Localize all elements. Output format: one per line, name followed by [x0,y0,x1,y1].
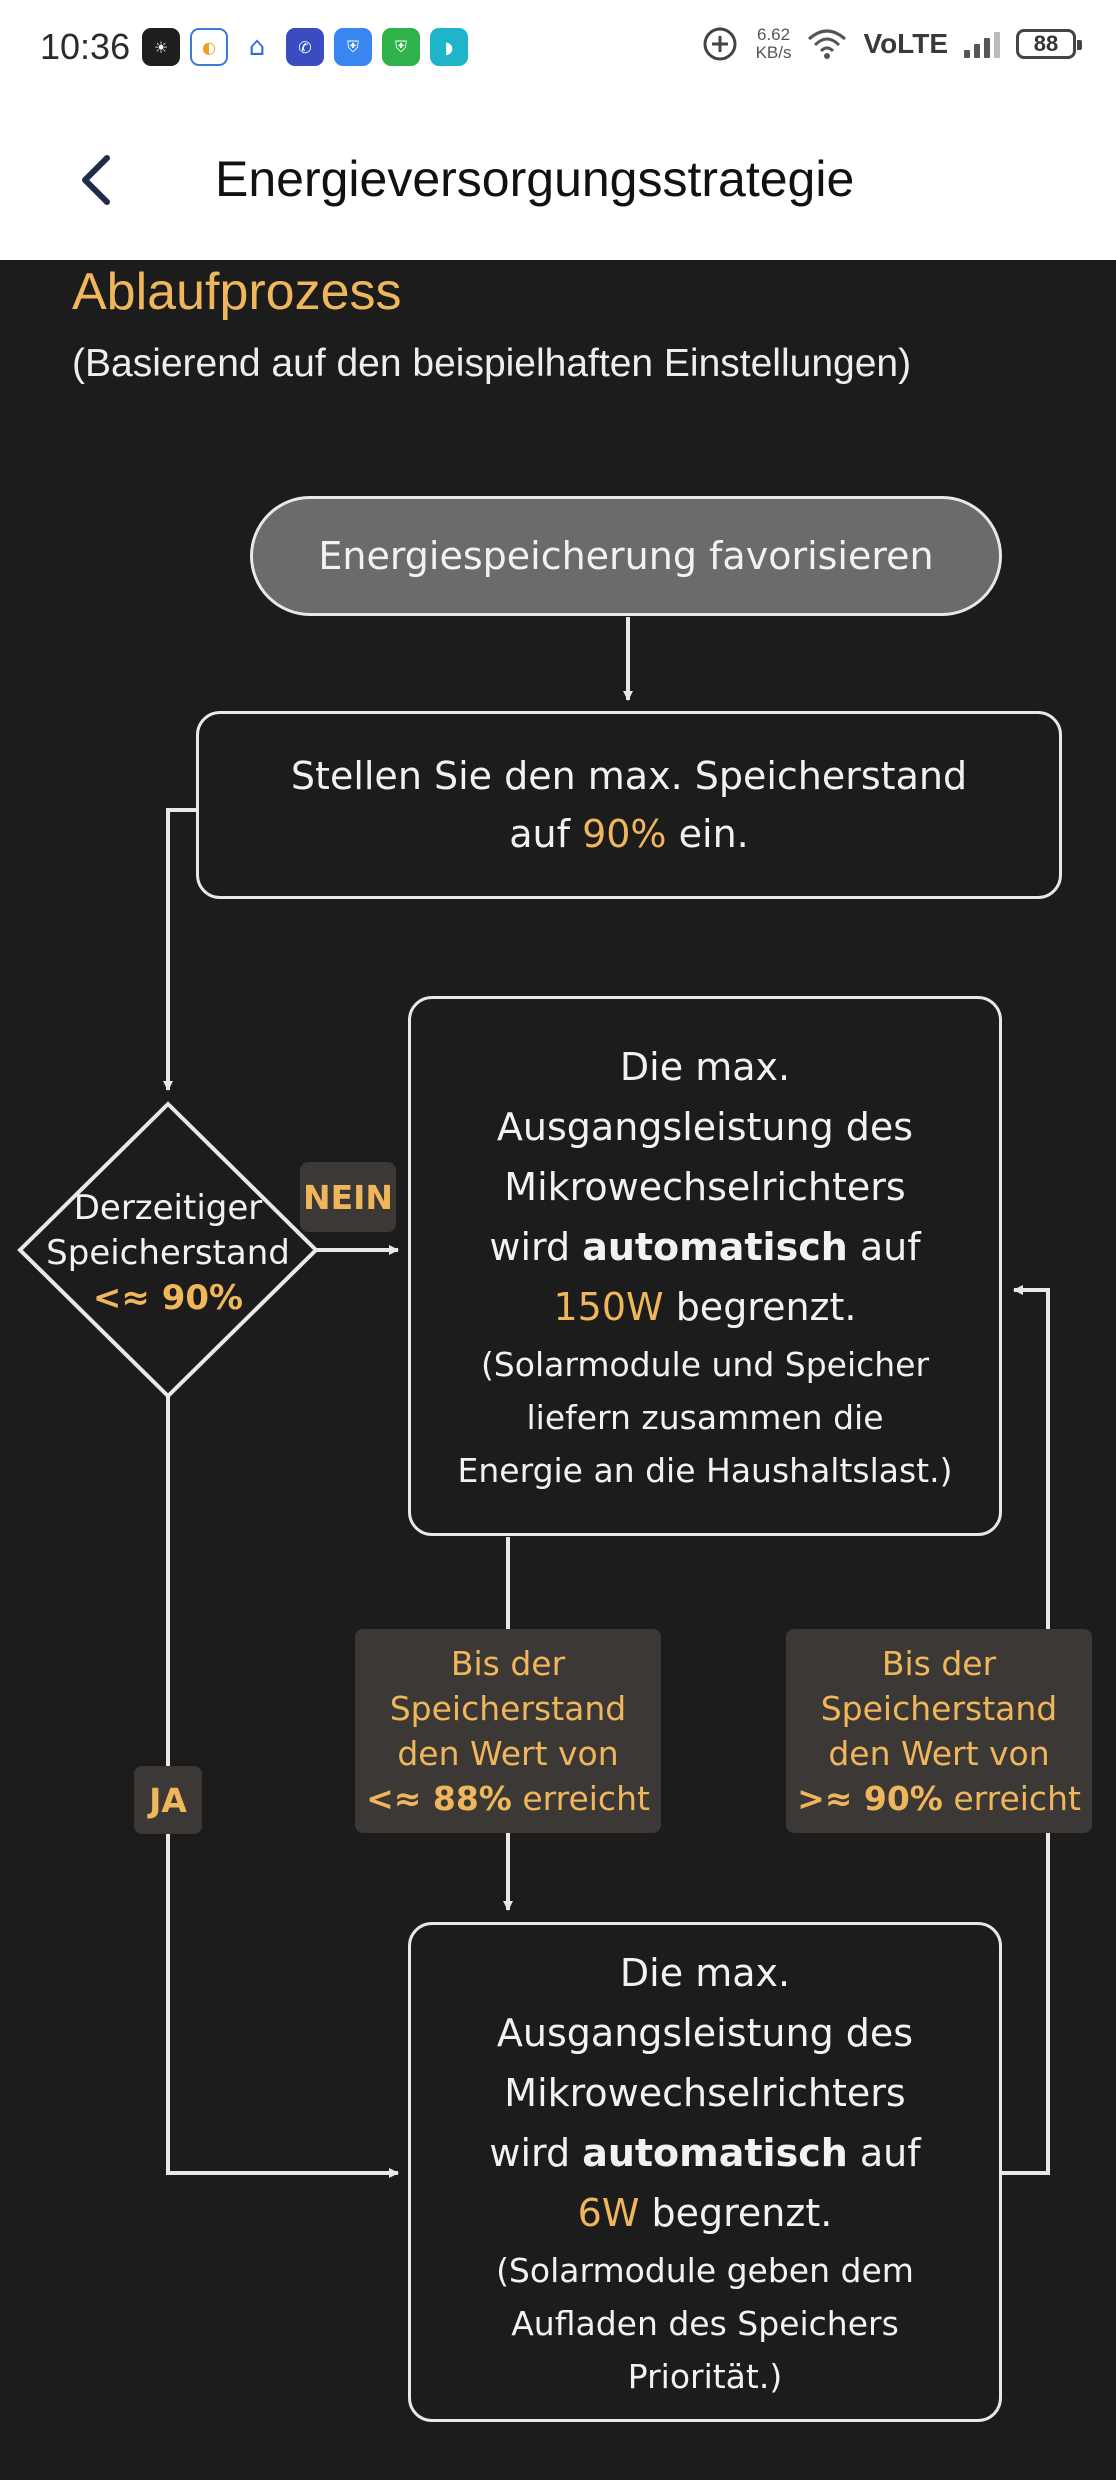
phone-shield-icon: ✆ [286,28,324,66]
condition-up-tag: Bis der Speicherstand den Wert von >≈ 90… [786,1629,1092,1833]
security-app-icon: ⛨ [382,28,420,66]
network-type: VoLTE [863,28,948,59]
cyan-app-icon: ◗ [430,28,468,66]
status-bar: 10:36 ☀ ◐ ⌂ ✆ ⛨ ⛨ ◗ 6.62 KB/s VoLTE 88 [0,0,1116,100]
limit-6w-node: Die max. Ausgangsleistung des Mikrowechs… [408,1922,1002,2422]
home-app-icon: ⌂ [238,28,276,66]
notification-icons: ☀ ◐ ⌂ ✆ ⛨ ⛨ ◗ [142,28,468,66]
shield-app-icon: ⛨ [334,28,372,66]
status-time: 10:36 [40,26,131,67]
limit-150w-value: 150W [553,1284,664,1329]
page-title: Energieversorgungsstrategie [215,151,855,207]
limit-6w-value: 6W [577,2190,640,2235]
section-subtitle: (Basierend auf den beispielhaften Einste… [72,342,912,385]
status-right: 6.62 KB/s VoLTE 88 [700,24,1082,64]
max-storage-value: 90% [582,812,667,856]
chevron-left-icon [82,155,110,205]
label-no: NEIN [300,1162,396,1232]
app-bar: Energieversorgungsstrategie [0,100,1116,260]
label-yes: JA [134,1766,202,1834]
limit-150w-node: Die max. Ausgangsleistung des Mikrowechs… [408,996,1002,1536]
decision-label: Derzeitiger Speicherstand <≈ 90% [20,1186,316,1321]
signal-icon [964,30,1000,58]
battery-icon: 88 [1016,29,1082,59]
sync-app-icon: ◐ [190,28,228,66]
section-title: Ablaufprozess [72,263,402,321]
data-saver-icon [703,27,737,61]
sunlit-app-icon: ☀ [142,28,180,66]
wifi-icon [808,29,847,59]
battery-level: 88 [1033,31,1059,56]
flow-start-node: Energiespeicherung favorisieren [250,496,1002,616]
condition-down-tag: Bis der Speicherstand den Wert von <≈ 88… [355,1629,661,1833]
net-speed: 6.62 KB/s [755,25,792,62]
decision-condition: <≈ 90% [92,1278,244,1318]
set-max-storage-node: Stellen Sie den max. Speicherstand auf 9… [196,711,1062,899]
back-button[interactable] [60,140,130,220]
